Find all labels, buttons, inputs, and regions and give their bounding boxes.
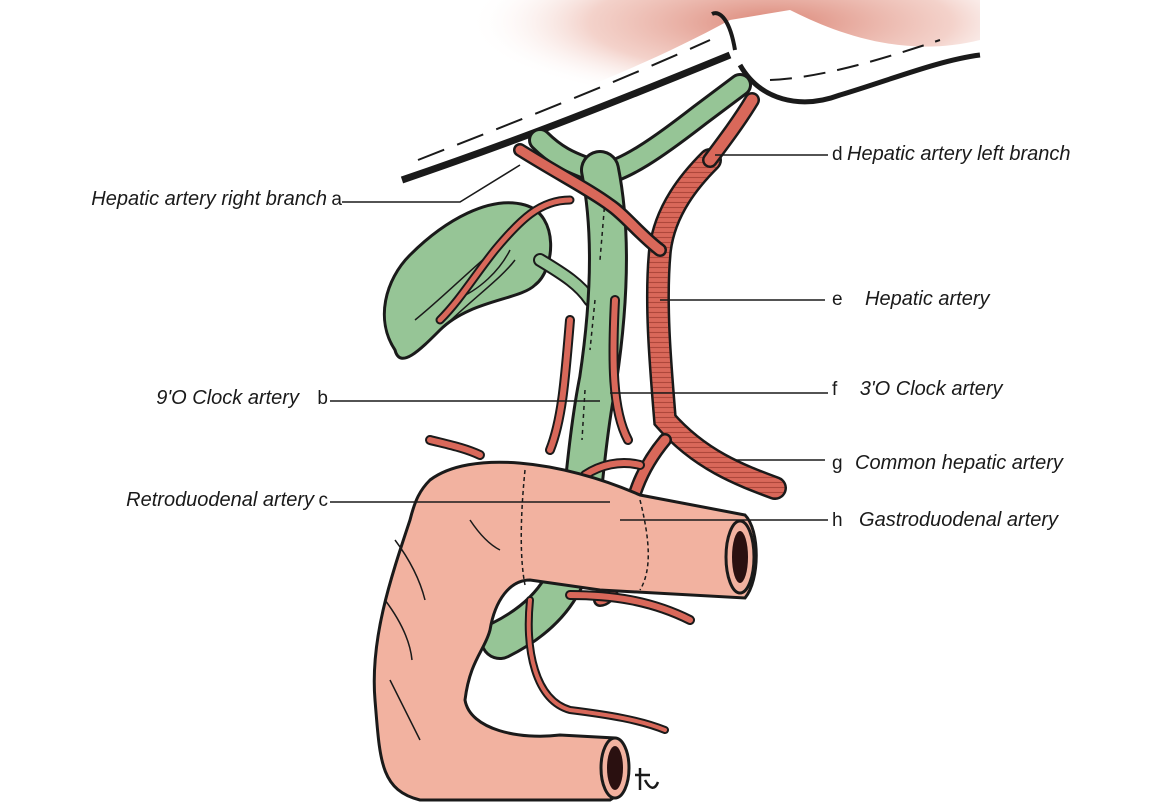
label-b-name: 9'O Clock artery xyxy=(156,387,299,409)
gallbladder xyxy=(384,203,590,359)
label-g: g Common hepatic artery xyxy=(832,452,1063,475)
label-b-letter: b xyxy=(317,388,328,409)
label-d-letter: d xyxy=(832,144,843,165)
label-c-letter: c xyxy=(319,490,329,511)
artist-signature xyxy=(635,768,658,790)
label-f: f 3'O Clock artery xyxy=(832,378,1002,401)
label-h-letter: h xyxy=(832,510,843,531)
label-d-name: Hepatic artery left branch xyxy=(847,143,1070,165)
label-c: Retroduodenal artery c xyxy=(126,489,328,512)
label-a-letter: a xyxy=(331,189,342,210)
label-e-letter: e xyxy=(832,289,843,310)
label-f-letter: f xyxy=(832,379,837,400)
label-b: 9'O Clock artery b xyxy=(156,387,328,410)
label-g-letter: g xyxy=(832,453,843,474)
label-a-name: Hepatic artery right branch xyxy=(91,188,327,210)
label-e: e Hepatic artery xyxy=(832,288,990,311)
label-g-name: Common hepatic artery xyxy=(855,452,1063,474)
label-h: h Gastroduodenal artery xyxy=(832,509,1058,532)
label-h-name: Gastroduodenal artery xyxy=(859,509,1058,531)
label-a: Hepatic artery right branch a xyxy=(91,188,342,211)
label-f-name: 3'O Clock artery xyxy=(860,378,1003,400)
duodenum xyxy=(374,462,756,800)
label-c-name: Retroduodenal artery xyxy=(126,489,314,511)
label-e-name: Hepatic artery xyxy=(865,288,990,310)
label-d: d Hepatic artery left branch xyxy=(832,143,1070,166)
